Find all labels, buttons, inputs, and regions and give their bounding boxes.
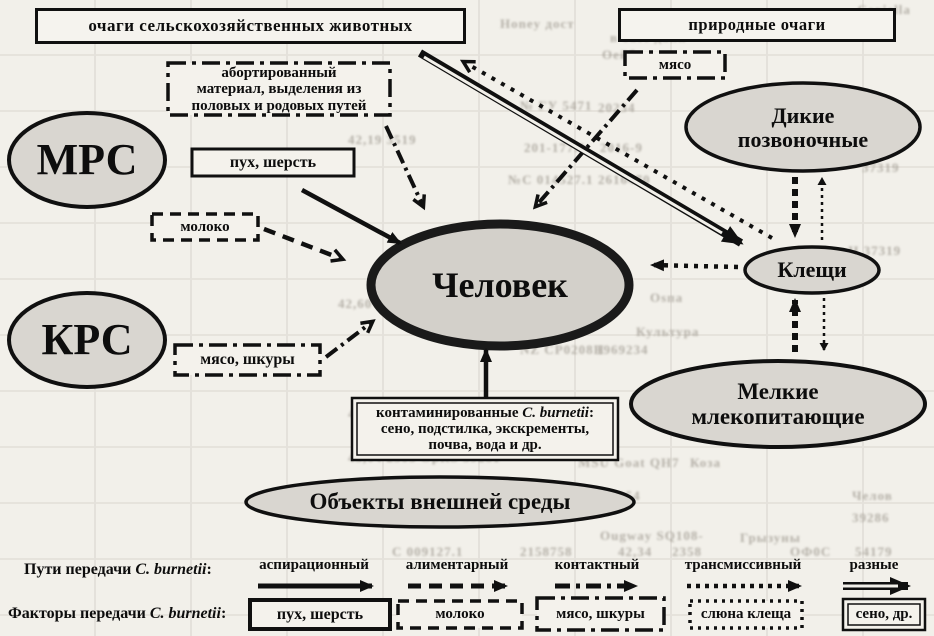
contaminated-box-inner	[356, 402, 614, 456]
aborted-material-box	[166, 61, 392, 117]
legend-box-tick-saliva	[688, 599, 804, 630]
legend-factors-title: Факторы передачи C. burnetii:	[8, 605, 227, 622]
arrow-ticks-to-agri-transmissive	[459, 59, 773, 240]
legend-box-meat-hides	[535, 596, 666, 632]
agri-foci-header: очаги сельскохозяйственных животных	[35, 8, 466, 44]
contaminated-line3: почва, вода и др.	[428, 437, 542, 454]
legend-label-milk: молоко	[435, 606, 485, 623]
fluff-wool-box	[190, 147, 356, 178]
arrow-milk-to-human-alimentary	[263, 226, 347, 263]
environment-oval	[244, 475, 636, 529]
legend-label-alimentary: алиментарный	[405, 557, 509, 574]
legend-label-tick-saliva: слюна клеща	[700, 606, 792, 623]
legend-box-fluff-wool	[248, 598, 392, 631]
small-mammals-label: Мелкие млекопитающие	[691, 378, 865, 429]
aborted-material-label: абортированный материал, выделения из по…	[191, 65, 367, 114]
meat-hides-label: мясо, шкуры	[200, 351, 295, 369]
meat-label: мясо	[658, 56, 692, 73]
contaminated-line1: контаминированные C. burnetii:	[376, 404, 594, 421]
legend-label-aspiration: аспирационный	[259, 557, 369, 574]
contaminated-box-outer	[350, 396, 620, 462]
mrs-label: МРС	[36, 135, 138, 185]
legend-paths-title: Пути передачи C. burnetii:	[24, 561, 212, 578]
arrow-fluff-to-human-aspiration	[300, 188, 402, 245]
arrow-meat-hides-to-human-contact	[324, 319, 376, 359]
legend-label-fluff-wool: пух, шерсть	[276, 605, 364, 623]
contaminated-label: контаминированные C. burnetii: сено, под…	[357, 402, 613, 456]
arrow-ticks-to-human-transmissive	[650, 259, 739, 272]
meat-box	[623, 50, 727, 80]
mrs-oval	[7, 111, 167, 209]
human-label: Человек	[432, 264, 568, 305]
wild-vertebrates-label: Дикие позвоночные	[737, 102, 869, 152]
small-mammals-oval	[629, 359, 927, 449]
arrow-meat-to-human-contact	[532, 88, 639, 210]
milk-box	[150, 212, 260, 242]
legend-label-meat-hides: мясо, шкуры	[556, 605, 645, 622]
ticks-oval	[743, 245, 881, 295]
contaminated-line2: сено, подстилка, экскременты,	[380, 420, 590, 437]
legend-box-hay-inner	[847, 603, 921, 626]
environment-label: Объекты внешней среды	[309, 488, 571, 514]
natural-foci-header: природные очаги	[618, 8, 896, 42]
arrow-agri-to-ticks-various-inner	[423, 55, 723, 235]
legend-label-various: разные	[849, 557, 899, 574]
krs-oval	[7, 291, 167, 389]
human-oval	[366, 219, 634, 351]
wild-vertebrates-oval	[684, 81, 922, 173]
legend-box-milk	[396, 599, 524, 630]
fluff-wool-label: пух, шерсть	[229, 153, 317, 171]
meat-hides-box	[173, 343, 322, 377]
milk-label: молоко	[180, 218, 230, 235]
legend-label-transmissive: трансмиссивный	[684, 557, 802, 574]
krs-label: КРС	[41, 315, 133, 365]
arrow-aborted-to-human-contact	[384, 125, 426, 211]
legend-label-hay: сено, др.	[855, 606, 913, 623]
ticks-label: Клещи	[777, 257, 847, 283]
legend-label-contact: контактный	[554, 557, 640, 574]
